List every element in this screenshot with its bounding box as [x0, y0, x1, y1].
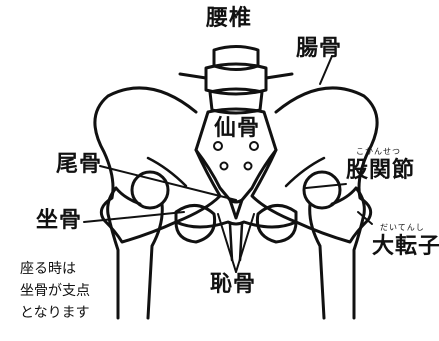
sacrum-label: 仙骨 — [214, 118, 260, 140]
lumbar-vertebra — [180, 47, 292, 114]
lumbar-label: 腰椎 — [206, 8, 252, 30]
hip-joint-reading: こかんせつ — [356, 148, 401, 156]
greater-trochanter-label: 大転子 — [372, 236, 439, 258]
ischium-leader — [84, 212, 184, 222]
pubic-symphysis — [230, 224, 242, 260]
coccyx-label: 尾骨 — [56, 154, 102, 176]
note-line-2: 坐骨が支点 — [20, 280, 130, 302]
right-femur — [304, 172, 364, 318]
sitting-note: 座る時は 坐骨が支点 となります — [20, 258, 130, 324]
note-line-3: となります — [20, 302, 130, 324]
note-line-1: 座る時は — [20, 258, 130, 280]
hip-joint-label: 股関節 — [346, 160, 415, 182]
ilium-label: 腸骨 — [296, 38, 342, 60]
ischium-label: 坐骨 — [36, 210, 82, 232]
pubis-label: 恥骨 — [210, 274, 256, 296]
pubic-arch — [176, 222, 296, 227]
greater-trochanter-reading: だいてんし — [380, 224, 425, 232]
